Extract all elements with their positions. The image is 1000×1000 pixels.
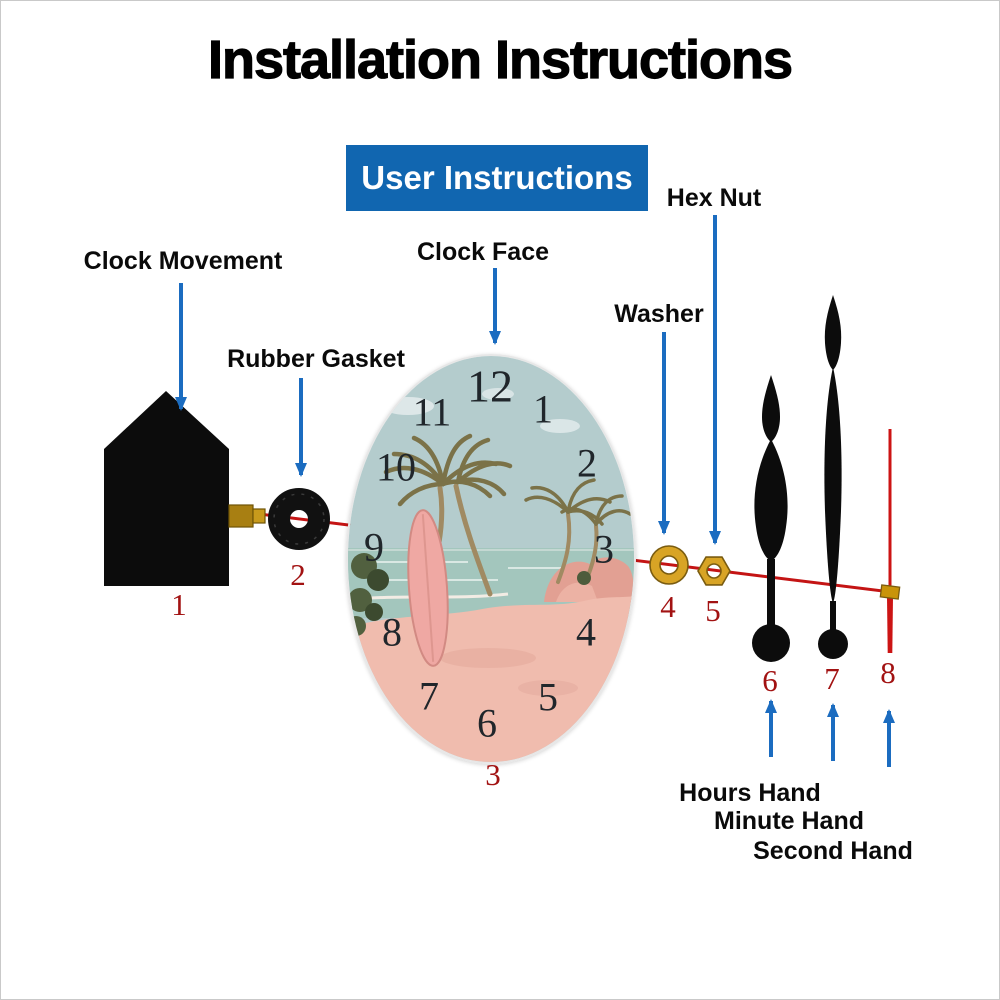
- clock-numeral-6: 6: [477, 700, 497, 746]
- label-washer: Washer: [614, 300, 704, 328]
- second-hand-part: [879, 429, 901, 653]
- user-instructions-banner: User Instructions: [346, 145, 648, 211]
- part-number-second-hand: 8: [880, 655, 896, 690]
- clock-numeral-11: 11: [412, 389, 452, 435]
- hours-hand-part: [752, 375, 790, 662]
- label-hours-hand: Hours Hand: [679, 779, 821, 807]
- clock-numeral-10: 10: [376, 444, 416, 490]
- clock-numeral-9: 9: [364, 524, 384, 570]
- clock-numeral-3: 3: [594, 526, 614, 572]
- part-number-face: 3: [485, 757, 501, 792]
- washer-part: [649, 545, 689, 585]
- hex-nut-part: [697, 556, 731, 586]
- part-number-minute-hand: 7: [824, 661, 840, 696]
- clock-numeral-8: 8: [382, 609, 402, 655]
- minute-hand-part: [818, 295, 848, 659]
- label-rubber-gasket: Rubber Gasket: [227, 345, 405, 373]
- part-number-gasket: 2: [290, 557, 306, 592]
- part-number-hours-hand: 6: [762, 663, 778, 698]
- banner-label: User Instructions: [361, 159, 633, 196]
- label-second-hand: Second Hand: [753, 837, 913, 865]
- clock-movement-part: [104, 391, 266, 586]
- clock-numeral-4: 4: [576, 609, 596, 655]
- page-title: Installation Instructions: [207, 29, 793, 90]
- label-clock-movement: Clock Movement: [83, 247, 283, 275]
- part-number-movement: 1: [171, 587, 187, 622]
- part-number-washer: 4: [660, 589, 676, 624]
- clock-numeral-1: 1: [533, 386, 553, 432]
- label-hex-nut: Hex Nut: [666, 184, 762, 212]
- rubber-gasket-part: [268, 488, 330, 550]
- label-minute-hand: Minute Hand: [714, 807, 864, 835]
- label-clock-face: Clock Face: [416, 238, 550, 266]
- part-number-hex-nut: 5: [705, 593, 721, 628]
- clock-numeral-2: 2: [577, 440, 597, 486]
- clock-numeral-7: 7: [419, 673, 439, 719]
- clock-numeral-5: 5: [538, 674, 558, 720]
- clock-numeral-12: 12: [467, 360, 513, 412]
- clock-face-part: 12 1 2 3 4 5 6 7 8 9 10 11: [346, 354, 636, 764]
